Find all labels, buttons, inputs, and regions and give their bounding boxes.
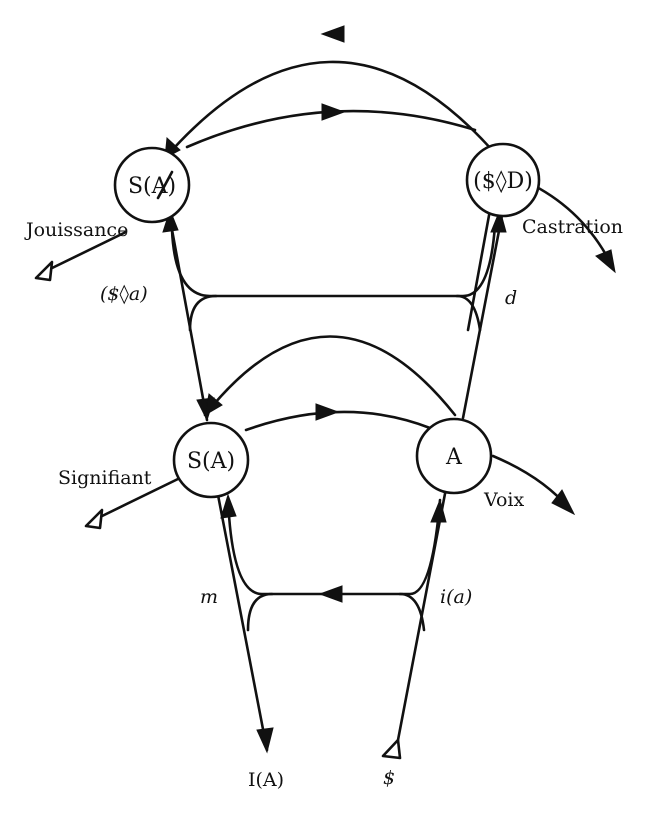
signifiant-edge [96, 476, 182, 520]
label-barred-s: $ [383, 767, 395, 789]
label-m: m [200, 586, 218, 608]
arrowhead-right-lower-up [430, 498, 447, 523]
arrowhead-left-up [162, 208, 179, 233]
label-signifiant: Signifiant [58, 467, 152, 489]
node-barred-s-d [465, 142, 541, 218]
node-s-a [172, 421, 250, 499]
node-s-a-label: S(A) [187, 449, 235, 474]
label-jouissance: Jouissance [24, 219, 128, 241]
label-d: d [505, 287, 517, 309]
arrowhead-right-up [490, 208, 507, 233]
arrowhead-middle-outer [204, 393, 223, 416]
upper-outer-arc [163, 60, 494, 160]
middle-outer-arc [203, 335, 457, 417]
diagram-nodes: S(A) ($◊D) S(A) A [113, 142, 541, 499]
node-a [415, 417, 493, 495]
jouissance-triangle [34, 260, 54, 282]
arrowhead-upper-outer [320, 25, 345, 43]
middle-inner-arc [244, 410, 432, 432]
upper-cross-lower-curve [188, 294, 218, 332]
arrowhead-voix [551, 489, 576, 516]
jouissance-edge [46, 230, 128, 272]
label-i-capital-a: I(A) [248, 769, 284, 791]
arrowhead-left-lower-up [220, 493, 237, 519]
arrowhead-middle-inner [315, 403, 340, 421]
left-lower-edge [216, 493, 269, 752]
left-vertical-edge [166, 206, 209, 422]
node-s-barred-a [113, 146, 191, 224]
diagram-labels: Jouissance Castration ($◊a) d Signifiant… [24, 216, 623, 791]
lower-cross-curve [226, 496, 442, 596]
right-vertical-edge [461, 208, 505, 420]
arrowhead-left-lower-down [256, 727, 274, 754]
label-barred-s-a: ($◊a) [100, 283, 148, 305]
lower-cross-right-curve [398, 592, 426, 632]
right-vertical-edge-inner [466, 208, 492, 332]
arrowhead-upper-inner [321, 103, 346, 121]
diagram-edges [46, 60, 615, 752]
node-barred-s-d-label: ($◊D) [473, 169, 533, 194]
node-s-barred-a-bar [156, 170, 174, 200]
diagram-arrowheads [162, 25, 616, 754]
node-a-label: A [445, 445, 463, 470]
upper-cross-curve [170, 223, 497, 298]
label-i-a: i(a) [440, 586, 472, 608]
label-voix: Voix [483, 489, 524, 511]
diagram-source-triangles [34, 260, 402, 760]
barred-s-triangle [381, 738, 402, 760]
signifiant-triangle [84, 508, 104, 530]
lower-cross-lower-curve [246, 592, 274, 632]
arrowhead-castration [595, 249, 616, 274]
label-castration: Castration [522, 216, 623, 238]
arrowhead-lower-cross [318, 585, 343, 603]
